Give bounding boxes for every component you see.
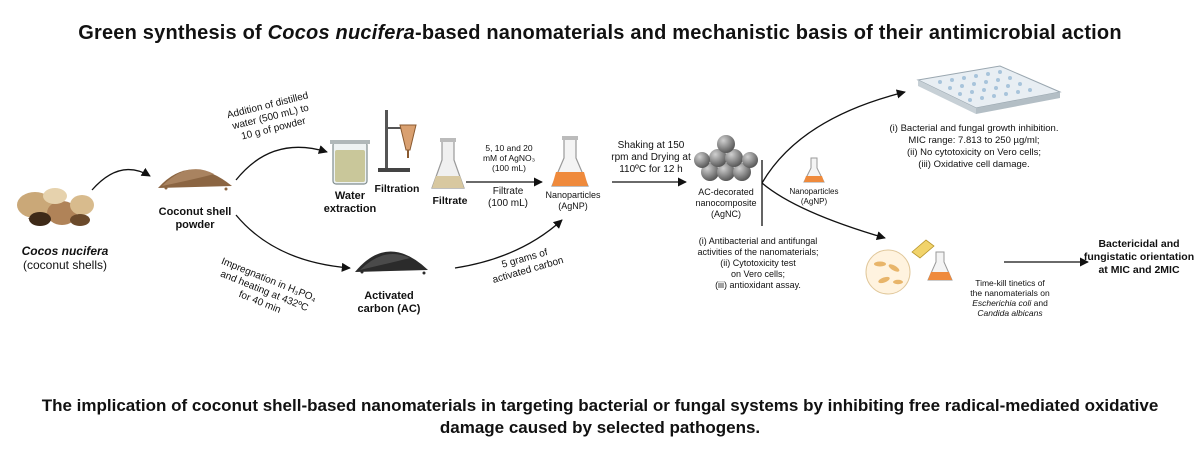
step-agno3: 5, 10 and 20 mM of AgNO₃ (100 mL) — [482, 143, 536, 173]
water-extraction-label: Water extraction — [323, 190, 377, 215]
time-kill-label: Time-kill tinetics of the nanomaterials … — [960, 278, 1060, 318]
flask-small-nanoparticles — [803, 157, 825, 183]
coconut-shells-illustration — [17, 188, 94, 226]
arrow-to-time-kill — [761, 182, 886, 241]
coconut-subtitle: (coconut shells) — [22, 258, 108, 272]
arrow-to-well-plate — [761, 89, 906, 184]
time-kill-organism-1: Escherichia coli — [972, 298, 1032, 308]
arrow-powder-to-water — [235, 145, 328, 181]
filtration-label: Filtration — [374, 183, 420, 195]
arrow-carbon-to-nanoparticles — [454, 219, 563, 269]
conclusion-text: The implication of coconut shell-based n… — [41, 396, 1159, 437]
shell-powder-illustration — [158, 169, 232, 191]
time-kill-prefix: Time-kill tinetics of the nanomaterials … — [970, 278, 1050, 298]
shell-powder-label: Coconut shell powder — [158, 206, 232, 231]
nanocomposite-spheres — [694, 135, 758, 181]
step-shaking: Shaking at 150 rpm and Drying at 110ºC f… — [611, 140, 691, 175]
time-kill-organism-2: Candida albicans — [977, 308, 1043, 318]
well-plate — [916, 65, 1062, 114]
filtration-stand — [378, 110, 417, 172]
filtrate-label: Filtrate — [432, 195, 468, 207]
coconut-species: Cocos nucifera — [21, 244, 109, 258]
nanoparticles-small-label: Nanoparticles (AgNP) — [789, 187, 839, 206]
title-suffix: -based nanomaterials and mechanistic bas… — [414, 22, 1122, 44]
nanoparticles-label: Nanoparticles (AgNP) — [545, 190, 601, 211]
page-title: Green synthesis of Cocos nucifera-based … — [0, 22, 1200, 45]
flow-arrows — [91, 89, 1089, 272]
arrow-shells-to-powder — [91, 167, 151, 191]
time-kill-and: and — [1031, 298, 1048, 308]
activated-carbon-illustration — [355, 251, 428, 275]
bactericidal-label: Bactericidal and fungistatic orientation… — [1083, 238, 1195, 276]
arrow-powder-to-carbon — [235, 214, 351, 272]
title-prefix: Green synthesis of — [78, 22, 268, 44]
assays-list: (i) Antibacterial and antifungal activit… — [697, 236, 819, 290]
time-kill-illustration — [865, 239, 953, 295]
flask-filtrate — [431, 138, 465, 189]
activated-carbon-label: Activated carbon (AC) — [357, 290, 421, 315]
flask-nanoparticles — [551, 136, 589, 187]
beaker-water-extraction — [330, 140, 370, 185]
results-top: (i) Bacterial and fungal growth inhibiti… — [889, 123, 1059, 170]
coconut-label: Cocos nucifera (coconut shells) — [0, 244, 130, 272]
nanocomposite-label: AC-decorated nanocomposite (AgNC) — [695, 187, 757, 219]
title-species: Cocos nucifera — [267, 22, 415, 44]
filtrate-volume-label: Filtrate (100 mL) — [487, 186, 528, 209]
